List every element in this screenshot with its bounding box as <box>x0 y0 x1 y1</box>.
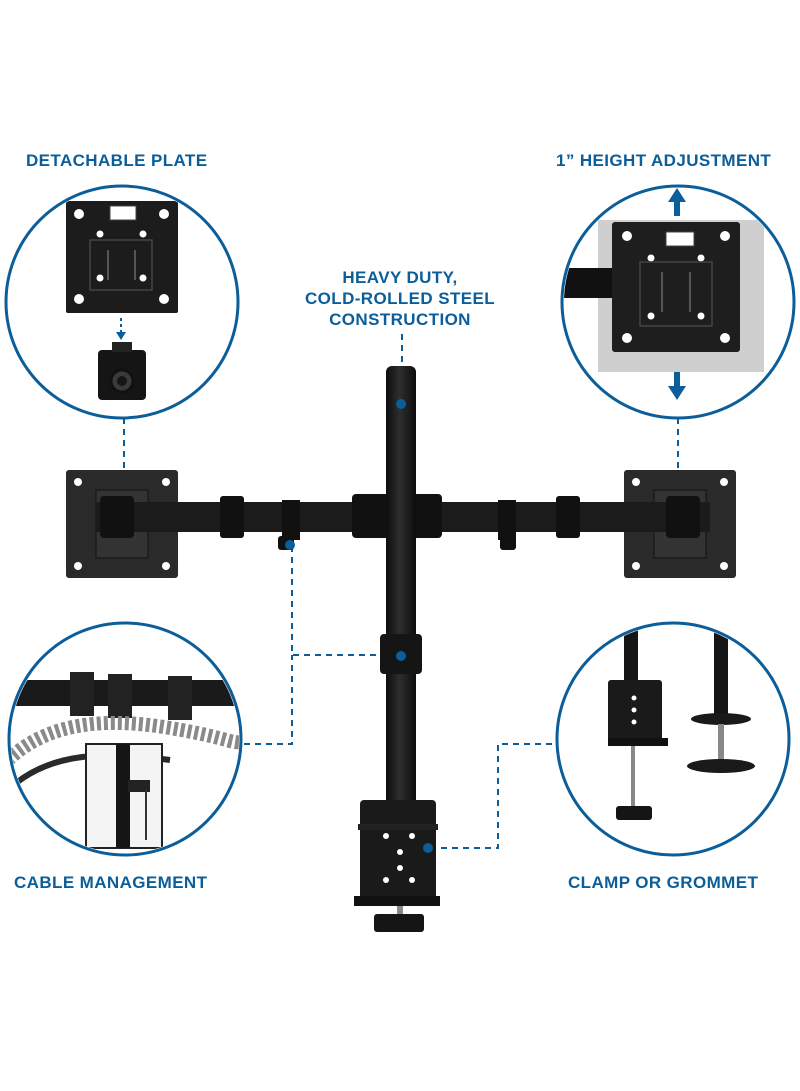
callout-clamp-or-grommet <box>555 621 791 857</box>
label-height-adjustment: 1” HEIGHT ADJUSTMENT <box>556 151 772 170</box>
pole <box>386 366 416 816</box>
label-construction-line1: HEAVY DUTY, <box>342 268 458 287</box>
monitor-mount <box>66 366 736 932</box>
arm-left <box>96 502 396 532</box>
label-construction: HEAVY DUTY, COLD-ROLLED STEEL CONSTRUCTI… <box>270 268 530 331</box>
vesa-plate-adjustable <box>612 222 740 352</box>
label-detachable-plate: DETACHABLE PLATE <box>26 151 208 170</box>
callout-detachable-plate <box>4 184 240 420</box>
arrow-up-icon <box>668 188 686 216</box>
label-construction-line3: CONSTRUCTION <box>329 310 471 329</box>
callout-connectors <box>123 334 679 849</box>
callout-cable-management <box>7 621 243 857</box>
arrow-down-icon <box>668 372 686 400</box>
label-cable-management: CABLE MANAGEMENT <box>14 873 208 892</box>
label-clamp-or-grommet: CLAMP OR GROMMET <box>568 873 759 892</box>
label-construction-line2: COLD-ROLLED STEEL <box>304 289 495 308</box>
callout-height-adjustment <box>560 184 796 420</box>
vesa-plate <box>66 201 178 313</box>
